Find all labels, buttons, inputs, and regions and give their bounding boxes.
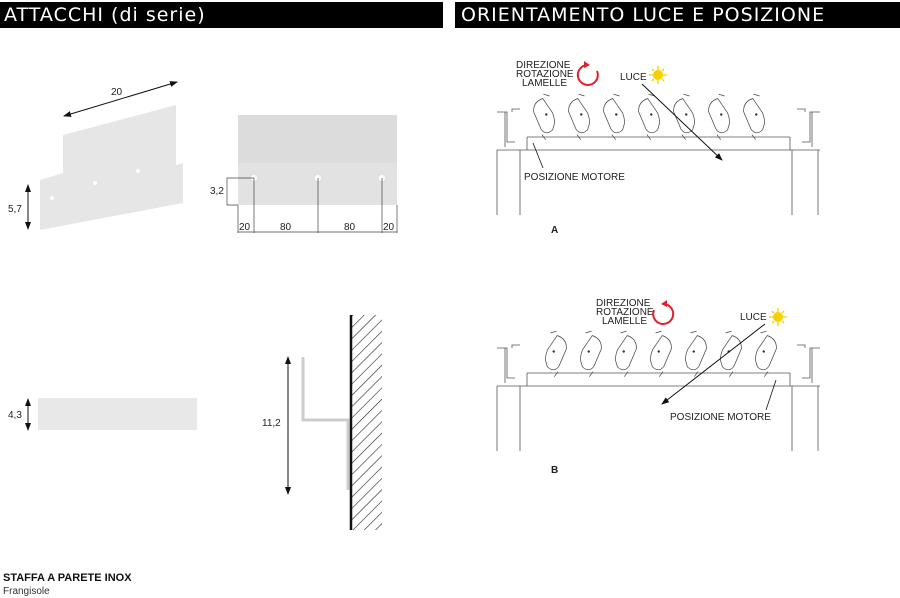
svg-text:B: B bbox=[551, 465, 558, 476]
spacing-label: 20 bbox=[239, 222, 251, 233]
spacing-label: 20 bbox=[383, 222, 395, 233]
attachments-header: ATTACCHI (di serie) bbox=[0, 2, 443, 28]
svg-text:DIREZIONE: DIREZIONE bbox=[516, 60, 571, 71]
footer-subtitle: Frangisole bbox=[3, 586, 50, 597]
width-dimension-arrow bbox=[63, 81, 178, 117]
light-direction-arrow bbox=[641, 83, 723, 161]
footer-title: STAFFA A PARETE INOX bbox=[3, 572, 132, 584]
wall-bracket-profile bbox=[301, 357, 350, 490]
iso-height-label: 5,7 bbox=[8, 204, 22, 215]
iso-width-label: 20 bbox=[111, 87, 123, 98]
spacing-label: 80 bbox=[280, 222, 292, 233]
spacing-label: 80 bbox=[344, 222, 356, 233]
sun-icon bbox=[769, 308, 787, 326]
wall-height-label: 11,2 bbox=[262, 418, 281, 429]
bar-height-label: 4,3 bbox=[8, 410, 22, 421]
svg-text:ROTAZIONE: ROTAZIONE bbox=[596, 307, 654, 318]
rotation-clockwise-icon bbox=[576, 64, 599, 86]
svg-text:ROTAZIONE: ROTAZIONE bbox=[516, 69, 574, 80]
svg-text:LAMELLE: LAMELLE bbox=[522, 78, 567, 89]
diagram-a: DIREZIONE ROTAZIONE LAMELLE LUCE POSIZIO… bbox=[496, 60, 821, 236]
rotation-counterclockwise-icon bbox=[652, 303, 675, 325]
svg-text:LAMELLE: LAMELLE bbox=[602, 316, 647, 327]
svg-text:POSIZIONE MOTORE: POSIZIONE MOTORE bbox=[524, 172, 625, 183]
svg-text:DIREZIONE: DIREZIONE bbox=[596, 298, 651, 309]
wall-hatch bbox=[352, 315, 382, 530]
bracket-bar bbox=[38, 398, 197, 430]
diagram-b: DIREZIONE ROTAZIONE LAMELLE LUCE POSIZIO… bbox=[496, 298, 821, 476]
iso-bracket bbox=[40, 105, 183, 230]
svg-text:A: A bbox=[551, 225, 558, 236]
svg-text:LUCE: LUCE bbox=[620, 72, 647, 83]
front-plate bbox=[226, 115, 398, 233]
hole-height-label: 3,2 bbox=[210, 186, 224, 197]
svg-text:POSIZIONE MOTORE: POSIZIONE MOTORE bbox=[670, 412, 771, 423]
sun-icon bbox=[649, 66, 667, 84]
orientation-header: ORIENTAMENTO LUCE E POSIZIONE MOTORE bbox=[455, 2, 900, 52]
svg-text:LUCE: LUCE bbox=[740, 312, 767, 323]
light-direction-arrow bbox=[661, 323, 766, 405]
